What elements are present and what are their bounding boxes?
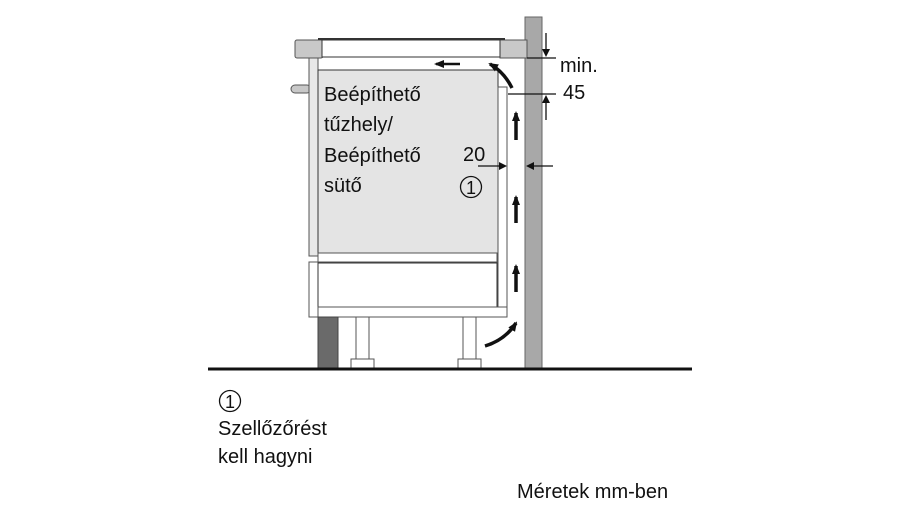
legend-text-line: Szellőzőrést: [218, 418, 327, 440]
cabinet-bottom: [317, 306, 508, 318]
dimension-label-20: 20: [463, 144, 485, 166]
control-knob: [290, 84, 312, 94]
dimension-label-45: 45: [563, 82, 585, 104]
callout-circle: [459, 175, 483, 199]
airflow-arrows: [434, 60, 520, 348]
appliance-label-line: sütő: [324, 175, 362, 197]
cabinet-leg: [350, 316, 375, 369]
plinth: [317, 316, 339, 369]
drawer: [317, 262, 498, 308]
airflow-arrow-curved-top: [488, 62, 514, 89]
units-note: Méretek mm-ben: [517, 481, 668, 503]
legend-circle: [218, 389, 242, 413]
cabinet-front-upper: [308, 57, 319, 257]
airflow-arrow-curved-bottom: [484, 321, 518, 348]
countertop: [294, 38, 528, 59]
side-wall: [524, 16, 543, 370]
appliance-label-line: Beépíthető: [324, 84, 421, 106]
cabinet-leg: [457, 316, 482, 369]
shelf: [317, 252, 498, 263]
legend-number: 1: [225, 392, 235, 412]
appliance-label-line: Beépíthető: [324, 145, 421, 167]
dimension-min-45: [508, 33, 556, 120]
cabinet-front-lower: [308, 261, 319, 318]
appliance-label-line: tűzhely/: [324, 114, 393, 136]
cabinet-back-panel: [497, 86, 508, 308]
legend-text-line: kell hagyni: [218, 446, 313, 468]
callout-number: 1: [466, 178, 476, 198]
dimension-label-min: min.: [560, 55, 598, 77]
